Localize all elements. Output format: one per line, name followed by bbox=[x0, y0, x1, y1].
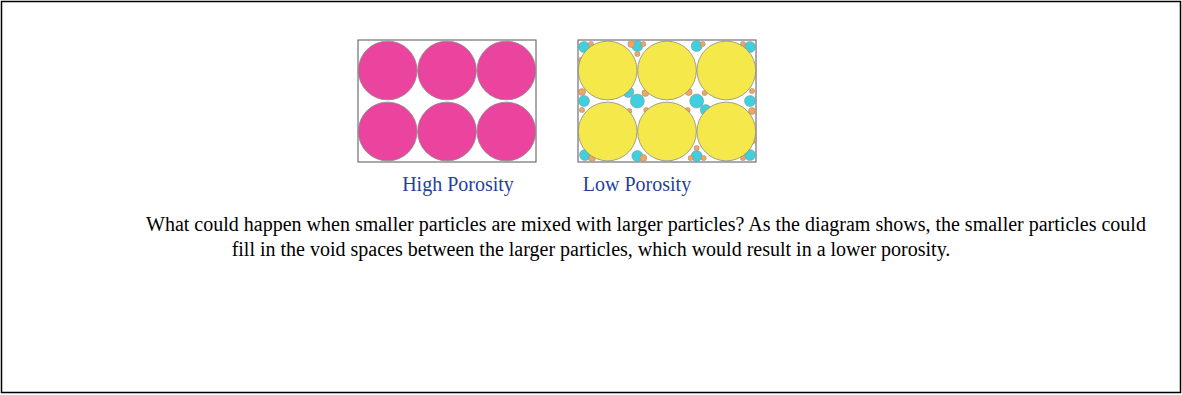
fine-grain bbox=[630, 94, 644, 108]
fine-grain bbox=[579, 96, 590, 107]
grain-circle bbox=[578, 41, 637, 100]
caption-text: What could happen when smaller particles… bbox=[24, 212, 1158, 262]
fine-grain bbox=[635, 51, 640, 56]
fine-grains bbox=[578, 41, 756, 162]
porosity-label: Low Porosity bbox=[583, 172, 691, 196]
large-grains bbox=[358, 41, 535, 161]
large-grains bbox=[578, 41, 755, 161]
porosity-label: High Porosity bbox=[402, 172, 514, 196]
grain-circle bbox=[358, 41, 417, 100]
grain-circle bbox=[578, 102, 637, 161]
grain-circle bbox=[418, 102, 477, 161]
grain-circle bbox=[697, 102, 756, 161]
fine-grain bbox=[641, 41, 646, 46]
fine-grain bbox=[694, 145, 699, 150]
grain-circle bbox=[638, 102, 697, 161]
fine-grain bbox=[628, 41, 635, 48]
fine-grain bbox=[688, 155, 693, 160]
fine-grain bbox=[749, 88, 754, 93]
fine-grain bbox=[640, 155, 647, 162]
fine-grain bbox=[690, 94, 704, 108]
fine-grain bbox=[700, 41, 705, 46]
grain-circle bbox=[477, 41, 536, 100]
container-box bbox=[358, 40, 536, 162]
fine-grain bbox=[579, 89, 586, 96]
fine-grain bbox=[745, 96, 756, 107]
fine-grain bbox=[701, 155, 706, 160]
container-box bbox=[578, 40, 756, 162]
grain-circle bbox=[477, 102, 536, 161]
fine-grain bbox=[579, 107, 584, 112]
grain-circle bbox=[358, 102, 417, 161]
grain-circle bbox=[418, 41, 477, 100]
grain-circle bbox=[638, 41, 697, 100]
grain-circle bbox=[697, 41, 756, 100]
